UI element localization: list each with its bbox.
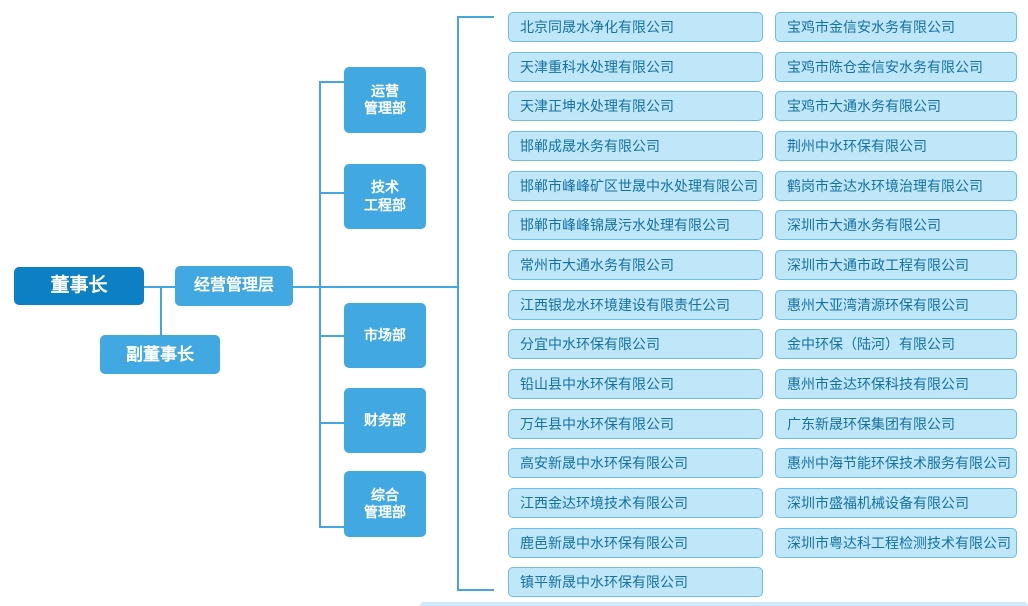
line-dept-stub-5 <box>319 526 344 528</box>
subsidiary-box: 深圳市大通水务有限公司 <box>775 210 1017 241</box>
subsidiary-box: 惠州市金达环保科技有限公司 <box>775 368 1017 399</box>
dept-marketing-box: 市场部 <box>344 303 426 368</box>
subsidiary-box: 江西银龙水环境建设有限责任公司 <box>508 289 763 320</box>
dept-general-admin-box: 综合 管理部 <box>344 471 426 537</box>
line-drop-vice-chairman <box>160 286 162 335</box>
subsidiary-box: 荆州中水环保有限公司 <box>775 130 1017 161</box>
subsidiary-box: 镇平新晟中水环保有限公司 <box>508 567 763 598</box>
line-dept-stub-2 <box>319 192 344 194</box>
subsidiary-box: 万年县中水环保有限公司 <box>508 408 763 439</box>
subsidiary-box: 深圳市大通市政工程有限公司 <box>775 249 1017 280</box>
subsidiary-box: 广东新晟环保集团有限公司 <box>775 408 1017 439</box>
subsidiary-box: 惠州大亚湾清源环保有限公司 <box>775 289 1017 320</box>
line-chairman-management <box>144 286 175 288</box>
line-management-trunk <box>293 286 459 288</box>
subsidiary-box: 惠州中海节能环保技术服务有限公司 <box>775 448 1017 479</box>
line-dept-stub-1 <box>319 81 344 83</box>
subsidiary-box: 鹤岗市金达水环境治理有限公司 <box>775 170 1017 201</box>
subsidiary-box: 江西金达环境技术有限公司 <box>508 487 763 518</box>
line-dept-bracket <box>319 81 321 527</box>
subsidiary-box: 宝鸡市陈仓金信安水务有限公司 <box>775 51 1017 82</box>
dept-finance-box: 财务部 <box>344 388 426 453</box>
vice-chairman-box: 副董事长 <box>100 335 220 374</box>
subsidiary-box: 邯郸市峰峰锦晟污水处理有限公司 <box>508 210 763 241</box>
subsidiary-box: 邯郸市峰峰矿区世晟中水处理有限公司 <box>508 170 763 201</box>
subsidiary-box: 天津正坤水处理有限公司 <box>508 91 763 122</box>
line-dept-stub-4 <box>319 422 344 424</box>
subsidiary-box: 天津重科水处理有限公司 <box>508 51 763 82</box>
subsidiary-box: 常州市大通水务有限公司 <box>508 249 763 280</box>
subsidiary-box: 金中环保（陆河）有限公司 <box>775 329 1017 360</box>
subsidiary-box: 铅山县中水环保有限公司 <box>508 368 763 399</box>
subsidiary-box: 深圳市粤达科工程检测技术有限公司 <box>775 527 1017 558</box>
management-layer-box: 经营管理层 <box>175 266 293 306</box>
line-trunk-bottom-stub <box>457 589 494 591</box>
subsidiary-box: 宝鸡市金信安水务有限公司 <box>775 12 1017 42</box>
bottom-strip <box>420 602 1028 606</box>
subsidiary-box: 北京同晟水净化有限公司 <box>508 12 763 42</box>
line-dept-stub-3 <box>319 335 344 337</box>
line-trunk-top-stub <box>457 16 494 18</box>
dept-operations-box: 运营 管理部 <box>344 67 426 133</box>
line-subsidiary-trunk <box>457 16 459 590</box>
subsidiary-box: 高安新晟中水环保有限公司 <box>508 448 763 479</box>
subsidiary-box: 宝鸡市大通水务有限公司 <box>775 91 1017 122</box>
subsidiary-box: 邯郸成晟水务有限公司 <box>508 130 763 161</box>
chairman-box: 董事长 <box>14 267 144 305</box>
subsidiary-box: 鹿邑新晟中水环保有限公司 <box>508 527 763 558</box>
dept-tech-engineering-box: 技术 工程部 <box>344 164 426 229</box>
subsidiary-box: 深圳市盛福机械设备有限公司 <box>775 487 1017 518</box>
subsidiary-box: 分宜中水环保有限公司 <box>508 329 763 360</box>
